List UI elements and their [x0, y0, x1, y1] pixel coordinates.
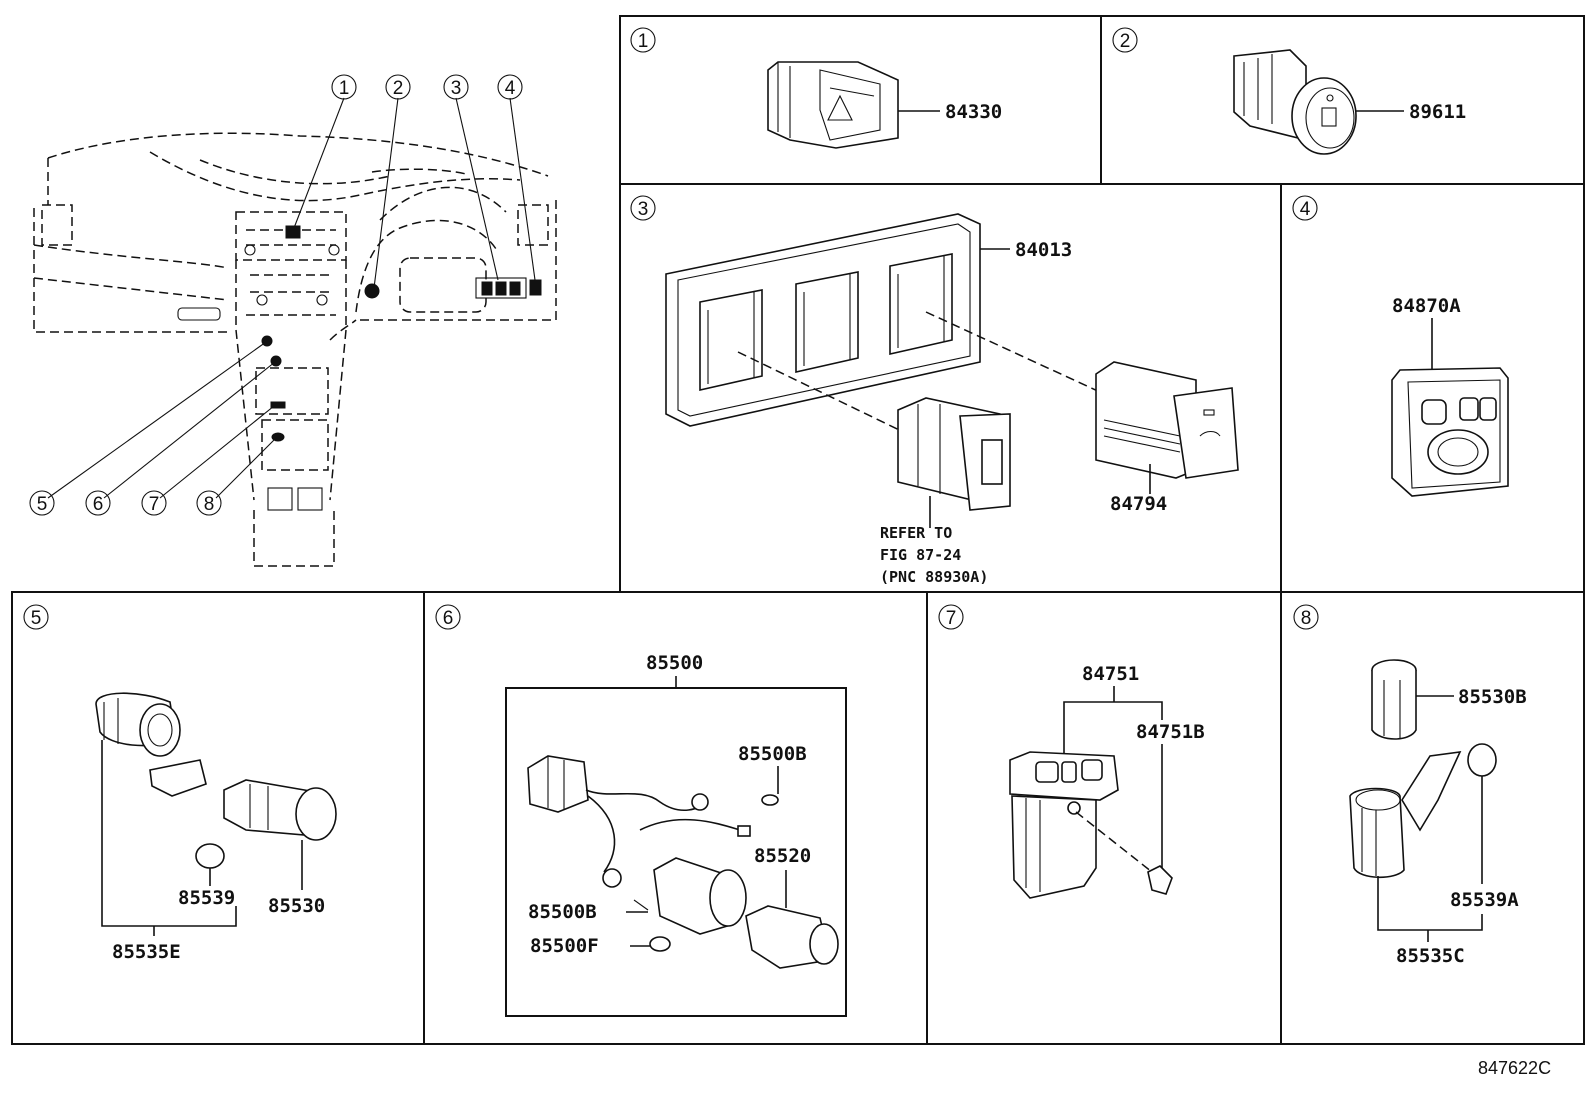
- refer-note-line-2: FIG 87-24: [880, 546, 961, 564]
- panel-4: 4 84870A: [1292, 195, 1509, 497]
- panel-1-number: 1: [638, 31, 649, 52]
- panel-7: 7 84751 84751B: [938, 604, 1205, 899]
- referenced-switch-part: [897, 397, 1011, 511]
- label-84751B: 84751B: [1136, 721, 1205, 743]
- panel-2: 2 89611: [1112, 27, 1466, 155]
- svg-text:2: 2: [393, 78, 404, 99]
- panel-5-number: 5: [31, 608, 42, 629]
- overview-callout-8: 8: [196, 490, 222, 516]
- overview-callout-1: 1: [331, 74, 357, 100]
- overview-callout-3: 3: [443, 74, 469, 100]
- panel-5: 5 85539 85530 85535E: [23, 604, 337, 963]
- panel-4-number: 4: [1300, 199, 1311, 220]
- label-84751: 84751: [1082, 663, 1139, 685]
- panel-6-number: 6: [443, 608, 454, 629]
- overview-callout-7: 7: [141, 490, 167, 516]
- label-85500B-bottom: 85500B: [528, 901, 597, 923]
- label-85500B-top: 85500B: [738, 743, 807, 765]
- panel-7-number: 7: [946, 608, 957, 629]
- overview-callout-2: 2: [385, 74, 411, 100]
- seat-heater-switch-part: [1009, 751, 1119, 899]
- label-85530: 85530: [268, 895, 325, 917]
- label-85520: 85520: [754, 845, 811, 867]
- label-85535C: 85535C: [1396, 945, 1465, 967]
- overview-callout-5: 5: [29, 490, 55, 516]
- label-84870A: 84870A: [1392, 295, 1461, 317]
- defogger-switch-part: [1095, 361, 1239, 479]
- overview-callouts: 1 2 3 4 5 6 7 8: [29, 74, 523, 516]
- panel-6: 6 85500 85500B 85520 85500B 85500F: [435, 604, 847, 1017]
- panel-frames: [11, 15, 1585, 1045]
- label-84794: 84794: [1110, 493, 1167, 515]
- label-85500: 85500: [646, 652, 703, 674]
- svg-text:8: 8: [204, 494, 215, 515]
- svg-text:4: 4: [505, 78, 516, 99]
- dashboard-overview: [33, 97, 557, 567]
- label-84330: 84330: [945, 101, 1002, 123]
- refer-note-line-1: REFER TO: [880, 524, 952, 542]
- panel-1: 1 84330: [630, 27, 1002, 149]
- hazard-switch-part: [767, 61, 899, 149]
- svg-text:1: 1: [339, 78, 350, 99]
- push-start-switch-part: [1233, 49, 1357, 155]
- svg-text:7: 7: [149, 494, 160, 515]
- panel-3-number: 3: [638, 199, 649, 220]
- label-85530B: 85530B: [1458, 686, 1527, 708]
- refer-note-line-3: (PNC 88930A): [880, 568, 988, 586]
- panel-2-number: 2: [1120, 31, 1131, 52]
- outlet-socket-8-part: [1349, 751, 1462, 879]
- label-89611: 89611: [1409, 101, 1466, 123]
- svg-text:6: 6: [93, 494, 104, 515]
- mirror-switch-part: [1391, 367, 1509, 497]
- power-outlet-plug-part: [223, 779, 337, 841]
- svg-text:5: 5: [37, 494, 48, 515]
- label-85535E: 85535E: [112, 941, 181, 963]
- panel-8-number: 8: [1301, 608, 1312, 629]
- svg-text:3: 3: [451, 78, 462, 99]
- overview-callout-4: 4: [497, 74, 523, 100]
- label-85500F: 85500F: [530, 935, 599, 957]
- switch-bezel-part: [665, 213, 981, 427]
- outlet-plug-8-part: [1371, 659, 1417, 740]
- power-outlet-socket-part: [95, 692, 207, 797]
- label-85539: 85539: [178, 887, 235, 909]
- panel-8: 8 85530B 85539A 85535C: [1293, 604, 1527, 967]
- overview-callout-6: 6: [85, 490, 111, 516]
- label-84013: 84013: [1015, 239, 1072, 261]
- label-85539A: 85539A: [1450, 889, 1519, 911]
- panel-3: 3 84013 REFER TO FIG 87-24 (PNC 88930A): [630, 195, 1239, 586]
- cigar-lighter-assembly-part: [527, 755, 839, 969]
- figure-code: 847622C: [1478, 1058, 1551, 1078]
